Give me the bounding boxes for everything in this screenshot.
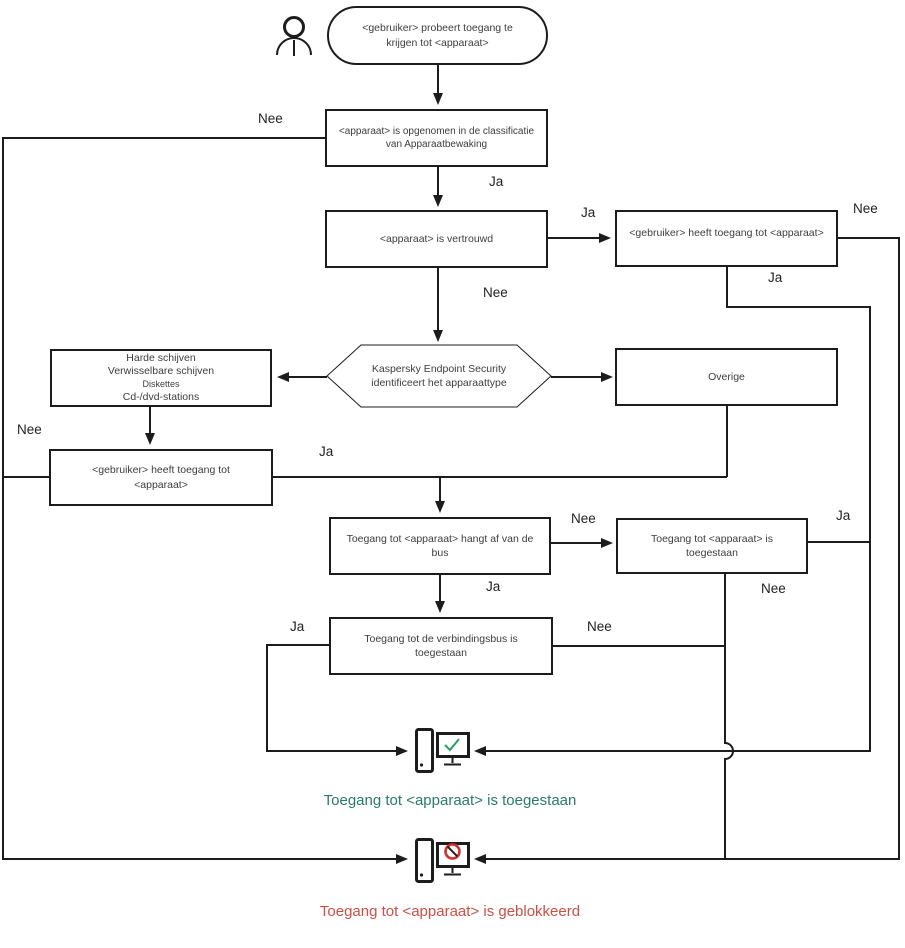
node-user-access-left: <gebruiker> heeft toegang tot <apparaat> <box>49 449 273 506</box>
blocked-text: Toegang tot <apparaat> is geblokkeerd <box>319 903 581 920</box>
node-classification-line2: van Apparaatbewaking <box>385 139 488 150</box>
connector-bus-granted-ja-to-allowed <box>266 644 408 756</box>
disk-type-removable: Verwisselbare schijven <box>107 365 215 378</box>
connector-classification-nee-to-blocked <box>2 137 408 864</box>
node-user-access-right: <gebruiker> heeft toegang tot <apparaat> <box>615 210 838 267</box>
node-classification-line1: <apparaat> is opgenomen in de classifica… <box>338 125 535 137</box>
connector-start-to-classification <box>433 64 443 105</box>
node-device-type-line2: identificeert het apparaattype <box>371 377 507 389</box>
disk-type-cd-dvd: Cd-/dvd-stations <box>122 390 200 403</box>
node-trusted: <apparaat> is vertrouwd <box>325 210 548 268</box>
node-bus-access-granted: Toegang tot de verbindingsbus is toegest… <box>329 617 553 675</box>
node-access-granted: Toegang tot <apparaat> is toegestaan <box>616 518 808 574</box>
allowed-text: Toegang tot <apparaat> is toegestaan <box>323 792 577 809</box>
node-user-access-left-line2: <apparaat> <box>134 478 188 491</box>
edge-label-ja-access-granted: Ja <box>834 508 853 523</box>
node-access-granted-line1: Toegang tot <apparaat> is <box>650 532 773 545</box>
connector-device-type-to-other <box>551 372 613 382</box>
edge-label-nee-bus-dependent: Nee <box>569 511 598 526</box>
edge-label-nee-classification: Nee <box>256 111 285 126</box>
edge-label-nee-trusted: Nee <box>481 285 510 300</box>
edge-label-ja-trusted: Ja <box>579 205 598 220</box>
computer-allowed-icon <box>415 728 470 773</box>
edge-label-ja-bus-dependent: Ja <box>484 579 503 594</box>
edge-label-nee-bus-granted: Nee <box>585 619 614 634</box>
disk-type-floppy: Diskettes <box>142 378 180 389</box>
node-other-label: Overige <box>708 370 745 383</box>
connector-disk-types-to-user-access-left <box>145 407 155 445</box>
node-start: <gebruiker> probeert toegang te krijgen … <box>327 6 548 65</box>
user-actor-icon <box>276 16 312 56</box>
edge-label-ja-user-access-left: Ja <box>317 444 336 459</box>
node-trusted-label: <apparaat> is vertrouwd <box>379 232 494 245</box>
node-bus-access-granted-line2: toegestaan <box>415 647 467 659</box>
node-disk-types: Harde schijven Verwisselbare schijven Di… <box>50 349 272 407</box>
prohibition-icon <box>444 843 461 860</box>
node-bus-dependent-line1: Toegang tot <apparaat> hangt af van de <box>346 532 534 545</box>
node-other: Overige <box>615 348 838 406</box>
connector-bus-dependent-nee <box>550 538 613 548</box>
node-access-granted-line2: toegestaan <box>686 547 738 559</box>
connector-bus-dependent-ja <box>435 574 445 613</box>
edge-label-nee-user-access-right: Nee <box>851 201 880 216</box>
connector-join-to-bus-dependent <box>435 477 445 513</box>
node-device-type-line1: Kaspersky Endpoint Security <box>371 363 507 376</box>
edge-label-nee-access-granted: Nee <box>759 581 788 596</box>
node-bus-dependent-line2: bus <box>431 547 449 559</box>
node-user-access-right-label: <gebruiker> heeft toegang tot <apparaat> <box>629 227 824 239</box>
connector-classification-ja-to-trusted <box>433 167 443 207</box>
check-icon <box>444 738 460 752</box>
node-user-access-left-line1: <gebruiker> heeft toegang tot <box>92 464 230 477</box>
node-start-line1: <gebruiker> probeert toegang te <box>362 22 513 35</box>
edge-label-ja-bus-granted: Ja <box>288 619 307 634</box>
node-bus-access-granted-line1: Toegang tot de verbindingsbus is <box>364 632 518 645</box>
connector-device-type-to-disk-types <box>277 372 327 382</box>
node-start-line2: krijgen tot <apparaat> <box>386 36 489 49</box>
node-bus-dependent: Toegang tot <apparaat> hangt af van de b… <box>329 517 551 575</box>
node-device-type: Kaspersky Endpoint Security identificeer… <box>340 360 538 394</box>
edge-label-nee-user-access-left: Nee <box>15 422 44 437</box>
connector-user-access-nee-to-blocked <box>474 237 900 864</box>
disk-type-hard-drives: Harde schijven <box>126 351 196 364</box>
connector-access-granted-nee-to-blocked <box>724 573 734 859</box>
device-type-hexagon <box>326 344 552 408</box>
edge-label-ja-classification: Ja <box>487 174 506 189</box>
connector-trusted-ja-to-user-access <box>548 233 611 243</box>
node-classification: <apparaat> is opgenomen in de classifica… <box>325 109 548 167</box>
computer-blocked-icon <box>415 838 470 883</box>
connector-trusted-nee-to-device-type <box>433 268 443 342</box>
connector-user-access-ja-to-allowed <box>474 267 871 756</box>
edge-label-ja-user-access-right: Ja <box>766 270 785 285</box>
